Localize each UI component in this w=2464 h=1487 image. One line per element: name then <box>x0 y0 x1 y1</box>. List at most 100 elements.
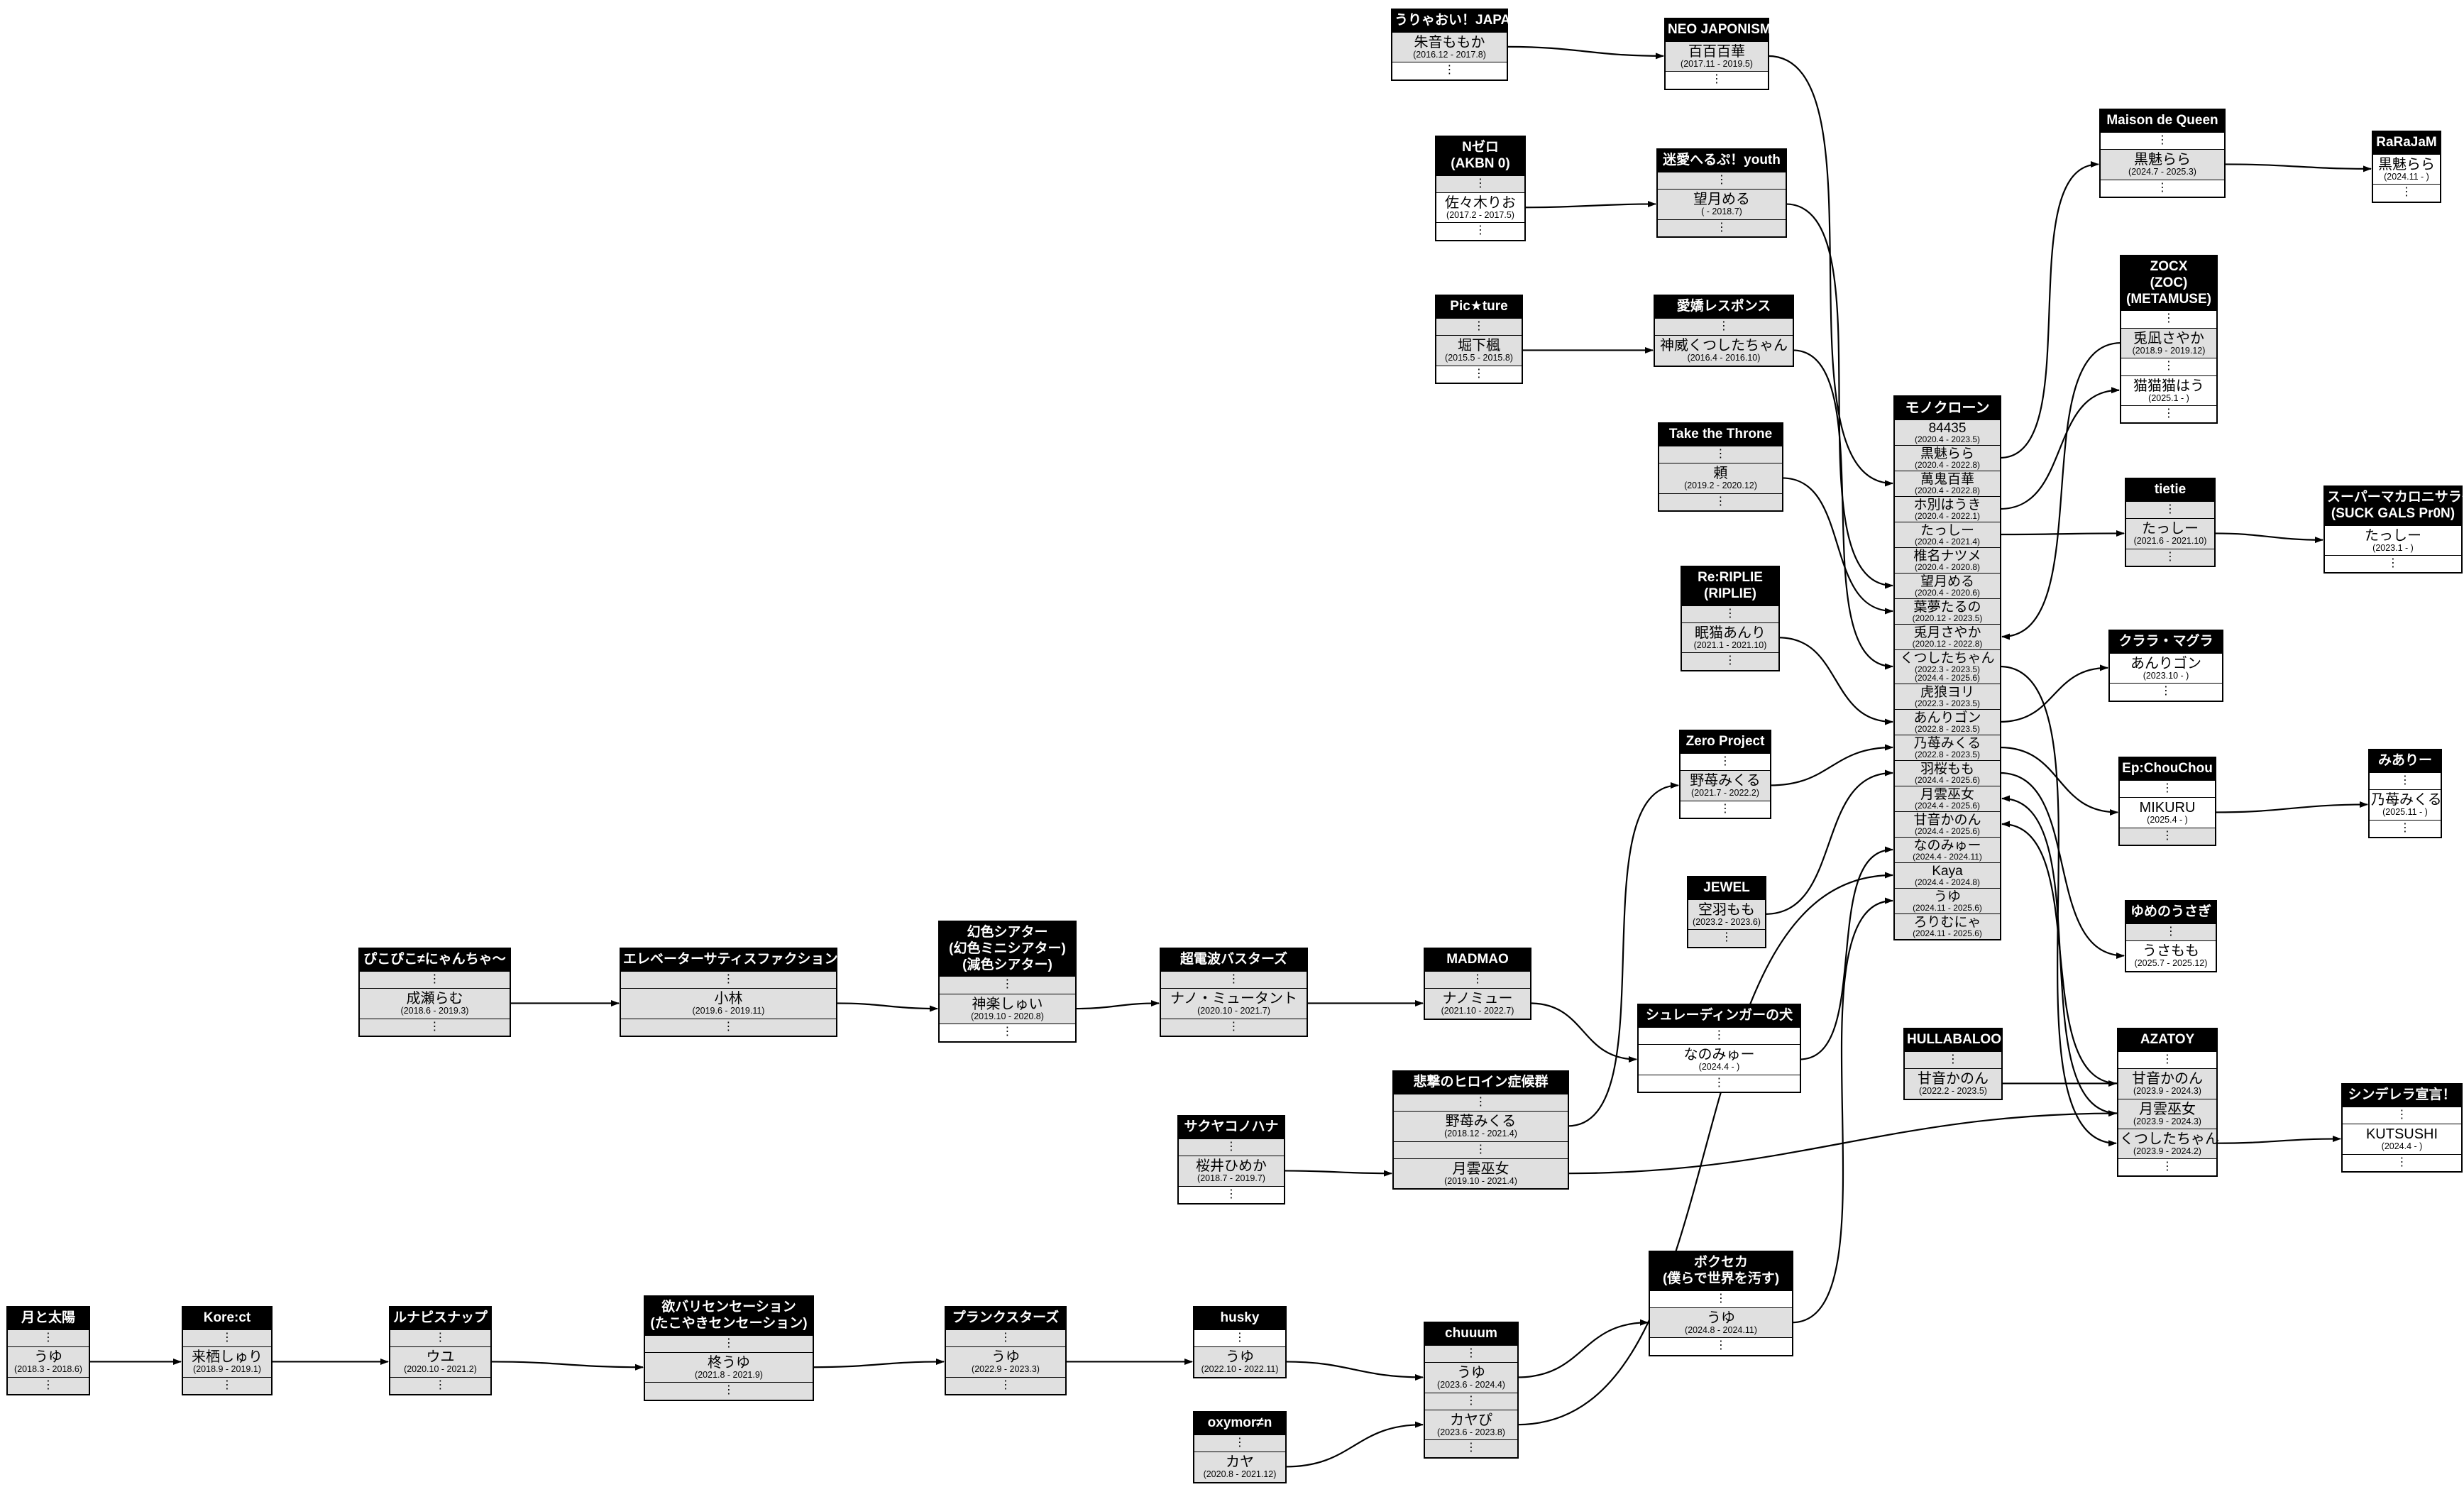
member-dates: (2020.12 - 2023.5) <box>1912 613 1983 623</box>
member-row: うさもも(2025.7 - 2025.12) <box>2126 940 2216 971</box>
member-name: 柊うゆ <box>708 1355 750 1371</box>
member-row: 望月める(2020.4 - 2020.6) <box>1895 573 2000 598</box>
transfer-edge-ep_chouchou-to-miari <box>2214 801 2368 813</box>
member-row: 神威くつしたちゃん(2016.4 - 2016.10) <box>1655 335 1793 366</box>
member-row: 萬鬼百華(2020.4 - 2022.8) <box>1895 471 2000 496</box>
member-row: あんりゴン(2022.8 - 2023.5) <box>1895 709 2000 735</box>
group-title-line: ぴこぴこ≠にゃんちゃ〜 <box>363 952 506 967</box>
member-dates: (2020.4 - 2022.1) <box>1914 511 1981 521</box>
group-title: 悲撃のヒロイン症候群 <box>1394 1072 1568 1094</box>
member-name: 野苺みくる <box>1690 773 1761 789</box>
group-title: 超電波バスターズ <box>1161 949 1307 971</box>
member-name: 眠猫あんり <box>1695 625 1766 642</box>
member-row: 野苺みくる(2021.7 - 2022.2) <box>1681 770 1770 801</box>
transfer-edge-zocx-to-monoclone <box>2001 341 2122 640</box>
member-row: 百百百華(2017.11 - 2019.5) <box>1666 40 1768 71</box>
group-box-maison_de_queen: Maison de Queen⋮黒魅らら(2024.7 - 2025.3)⋮ <box>2099 109 2226 199</box>
member-dates: (2023.2 - 2023.6) <box>1693 916 1761 927</box>
ellipsis-row: ⋮ <box>1194 1434 1285 1452</box>
transfer-edge-monoclone-to-maison_de_queen <box>1999 160 2099 459</box>
group-title-line: エレベーターサティスファクション <box>623 952 838 967</box>
ellipsis-row: ⋮ <box>946 1376 1065 1395</box>
member-name: うゆ <box>1707 1310 1735 1327</box>
group-box-re_riplie: Re:RIPLIE(RIPLIE)⋮眠猫あんり(2021.1 - 2021.10… <box>1681 566 1780 671</box>
member-name: 頼 <box>1713 466 1728 482</box>
group-title-line: (SUCK GALS Pr0N) <box>2331 505 2455 521</box>
member-name: 甘音かのん <box>1918 1071 1989 1087</box>
group-box-chodenpa_busters: 超電波バスターズ⋮ナノ・ミュータント(2020.10 - 2021.7)⋮ <box>1160 948 1308 1038</box>
group-title-line: サクヤコノハナ <box>1184 1119 1279 1134</box>
group-title-line: ゆめのうさぎ <box>2130 904 2211 919</box>
group-title: プランクスターズ <box>946 1307 1065 1329</box>
member-row: うゆ(2022.9 - 2023.3) <box>946 1346 1065 1377</box>
member-dates: (2017.11 - 2019.5) <box>1681 58 1753 69</box>
member-name: 百百百華 <box>1688 43 1745 60</box>
member-name: Kaya <box>1932 864 1963 879</box>
member-row: たっしー(2020.4 - 2021.4) <box>1895 522 2000 547</box>
group-title: NEO JAPONISM <box>1666 19 1771 41</box>
group-title-line: (ZOC) <box>2150 275 2188 290</box>
group-title-line: (METAMUSE) <box>2126 291 2211 307</box>
group-title-line: クララ・マグラ <box>2118 634 2213 649</box>
group-title: 幻色シアター(幻色ミニシアター)(減色シアター) <box>940 922 1075 977</box>
ellipsis-row: ⋮ <box>1436 365 1522 383</box>
group-box-lunapisnap: ルナピスナップ⋮ウユ(2020.10 - 2021.2)⋮ <box>389 1306 492 1396</box>
group-box-genshoku_theater: 幻色シアター(幻色ミニシアター)(減色シアター)⋮神楽しゅい(2019.10 -… <box>938 921 1077 1043</box>
member-row: 84435(2020.4 - 2023.5) <box>1895 419 2000 445</box>
group-title: ルナピスナップ <box>390 1307 490 1329</box>
member-name: うゆ <box>1457 1365 1485 1381</box>
member-dates: (2018.9 - 2019.1) <box>193 1364 261 1375</box>
group-box-meiai_youth: 迷愛へるぷ！youth⋮望月める( - 2018.7)⋮ <box>1656 148 1787 238</box>
transfer-edge-higeki_heroine-to-zero_project <box>1567 781 1679 1127</box>
ellipsis-row: ⋮ <box>1425 970 1530 989</box>
member-name: 月雲巫女 <box>1452 1161 1509 1178</box>
member-dates: (2018.9 - 2019.12) <box>2132 345 2206 356</box>
member-row: 小林(2019.6 - 2019.11) <box>621 988 836 1019</box>
member-name: 朱音ももか <box>1414 34 1485 50</box>
transfer-edge-tietie-to-super_macaroni <box>2213 532 2323 544</box>
member-row: なのみゅー(2024.4 - ) <box>1639 1044 1800 1075</box>
group-box-tsuki_to_taiyo: 月と太陽⋮うゆ(2018.3 - 2018.6)⋮ <box>6 1306 90 1396</box>
group-box-schrodinger_dog: シュレーディンガーの犬⋮なのみゅー(2024.4 - )⋮ <box>1637 1004 1801 1094</box>
ellipsis-row: ⋮ <box>2370 772 2441 790</box>
transfer-edge-lunapisnap-to-yokubari_sensation <box>490 1361 644 1371</box>
member-dates: (2021.1 - 2021.10) <box>1693 640 1767 651</box>
group-title: Maison de Queen <box>2101 110 2224 132</box>
member-dates: (2021.8 - 2021.9) <box>695 1370 763 1381</box>
ellipsis-row: ⋮ <box>1905 1050 2001 1069</box>
member-row: 月雲巫女(2024.4 - 2025.6) <box>1895 786 2000 811</box>
group-box-ep_chouchou: Ep:ChouChou⋮MIKURU(2025.4 - )⋮ <box>2118 757 2216 847</box>
group-box-chuuum: chuuum⋮うゆ(2023.6 - 2024.4)⋮カヤぴ(2023.6 - … <box>1424 1322 1519 1459</box>
group-title-line: 悲撃のヒロイン症候群 <box>1413 1075 1549 1090</box>
member-row: 来栖しゅり(2018.9 - 2019.1) <box>183 1346 271 1377</box>
group-title: chuuum <box>1425 1323 1517 1345</box>
group-title-line: (RIPLIE) <box>1704 586 1756 601</box>
ellipsis-row: ⋮ <box>1436 317 1522 336</box>
ellipsis-row: ⋮ <box>2126 548 2214 566</box>
member-row: 椎名ナツメ(2020.4 - 2020.8) <box>1895 547 2000 573</box>
group-box-tietie: tietie⋮たっしー(2021.6 - 2021.10)⋮ <box>2125 478 2216 568</box>
member-name: 虎狼ヨリ <box>1920 685 1974 700</box>
member-dates: (2024.4 - 2024.8) <box>1914 877 1981 887</box>
member-row: くつしたちゃん(2022.3 - 2023.5)(2024.4 - 2025.6… <box>1895 649 2000 684</box>
member-row: カヤぴ(2023.6 - 2023.8) <box>1425 1410 1517 1440</box>
member-name: うゆ <box>1226 1349 1254 1366</box>
group-box-kurara_magura: クララ・マグラあんりゴン(2023.10 - )⋮ <box>2108 630 2223 702</box>
member-dates: (2023.1 - ) <box>2372 542 2414 553</box>
member-name: 神威くつしたちゃん <box>1660 338 1788 354</box>
ellipsis-row: ⋮ <box>1658 171 1786 190</box>
ellipsis-row: ⋮ <box>621 1018 836 1036</box>
member-dates: (2023.6 - 2023.8) <box>1437 1427 1505 1438</box>
member-dates: (2016.12 - 2017.8) <box>1413 49 1486 60</box>
member-name: 羽桜もも <box>1920 762 1974 777</box>
member-dates: (2025.11 - ) <box>2382 807 2428 818</box>
group-title-line: tietie <box>2154 482 2187 497</box>
transfer-edge-uryaoi_japan-to-neo_japonism <box>1506 45 1664 60</box>
member-name: 望月める <box>1920 574 1974 589</box>
member-row: ろりむにゃ(2024.11 - 2025.6) <box>1895 913 2000 939</box>
member-name: 堀下楓 <box>1458 338 1500 354</box>
member-dates: ( - 2018.7) <box>1701 207 1742 217</box>
